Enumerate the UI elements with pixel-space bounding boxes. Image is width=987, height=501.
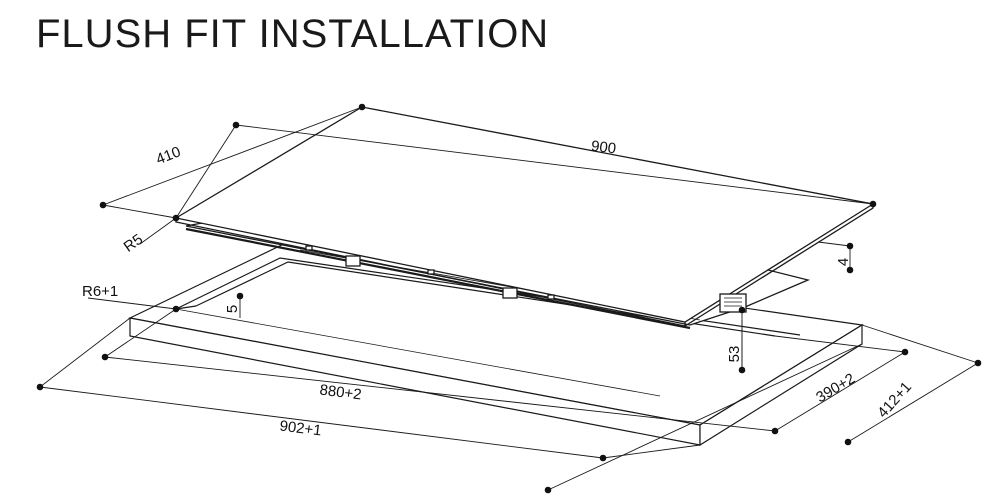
- dim-cutout-outer-width: 902+1: [279, 418, 323, 440]
- page-title: FLUSH FIT INSTALLATION: [36, 12, 550, 56]
- dim-cutout-corner-radius: R6+1: [82, 283, 118, 300]
- dim-cutout-inner-width: 880+2: [319, 382, 363, 404]
- clip-detail: [502, 287, 518, 299]
- fan-housing: [719, 293, 747, 313]
- dimension-points: [36, 103, 982, 494]
- clip-detail: [345, 255, 361, 267]
- dim-installation-depth: 53: [726, 346, 743, 363]
- dim-hob-corner-radius: R5: [121, 231, 146, 256]
- cutout-edge: [175, 305, 197, 310]
- dim-glass-thickness: 4: [835, 258, 852, 266]
- dim-cutout-outer-depth: 412+1: [874, 379, 915, 422]
- dimension-lines: [39, 106, 979, 491]
- hob: [174, 106, 875, 330]
- worktop: [128, 241, 864, 447]
- dim-hob-depth: 410: [154, 143, 183, 168]
- dim-hob-width: 900: [590, 138, 617, 158]
- dim-rebate-depth: 5: [224, 305, 241, 313]
- dim-cutout-inner-depth: 390+2: [813, 370, 858, 406]
- cutout-front-edge: [175, 308, 661, 397]
